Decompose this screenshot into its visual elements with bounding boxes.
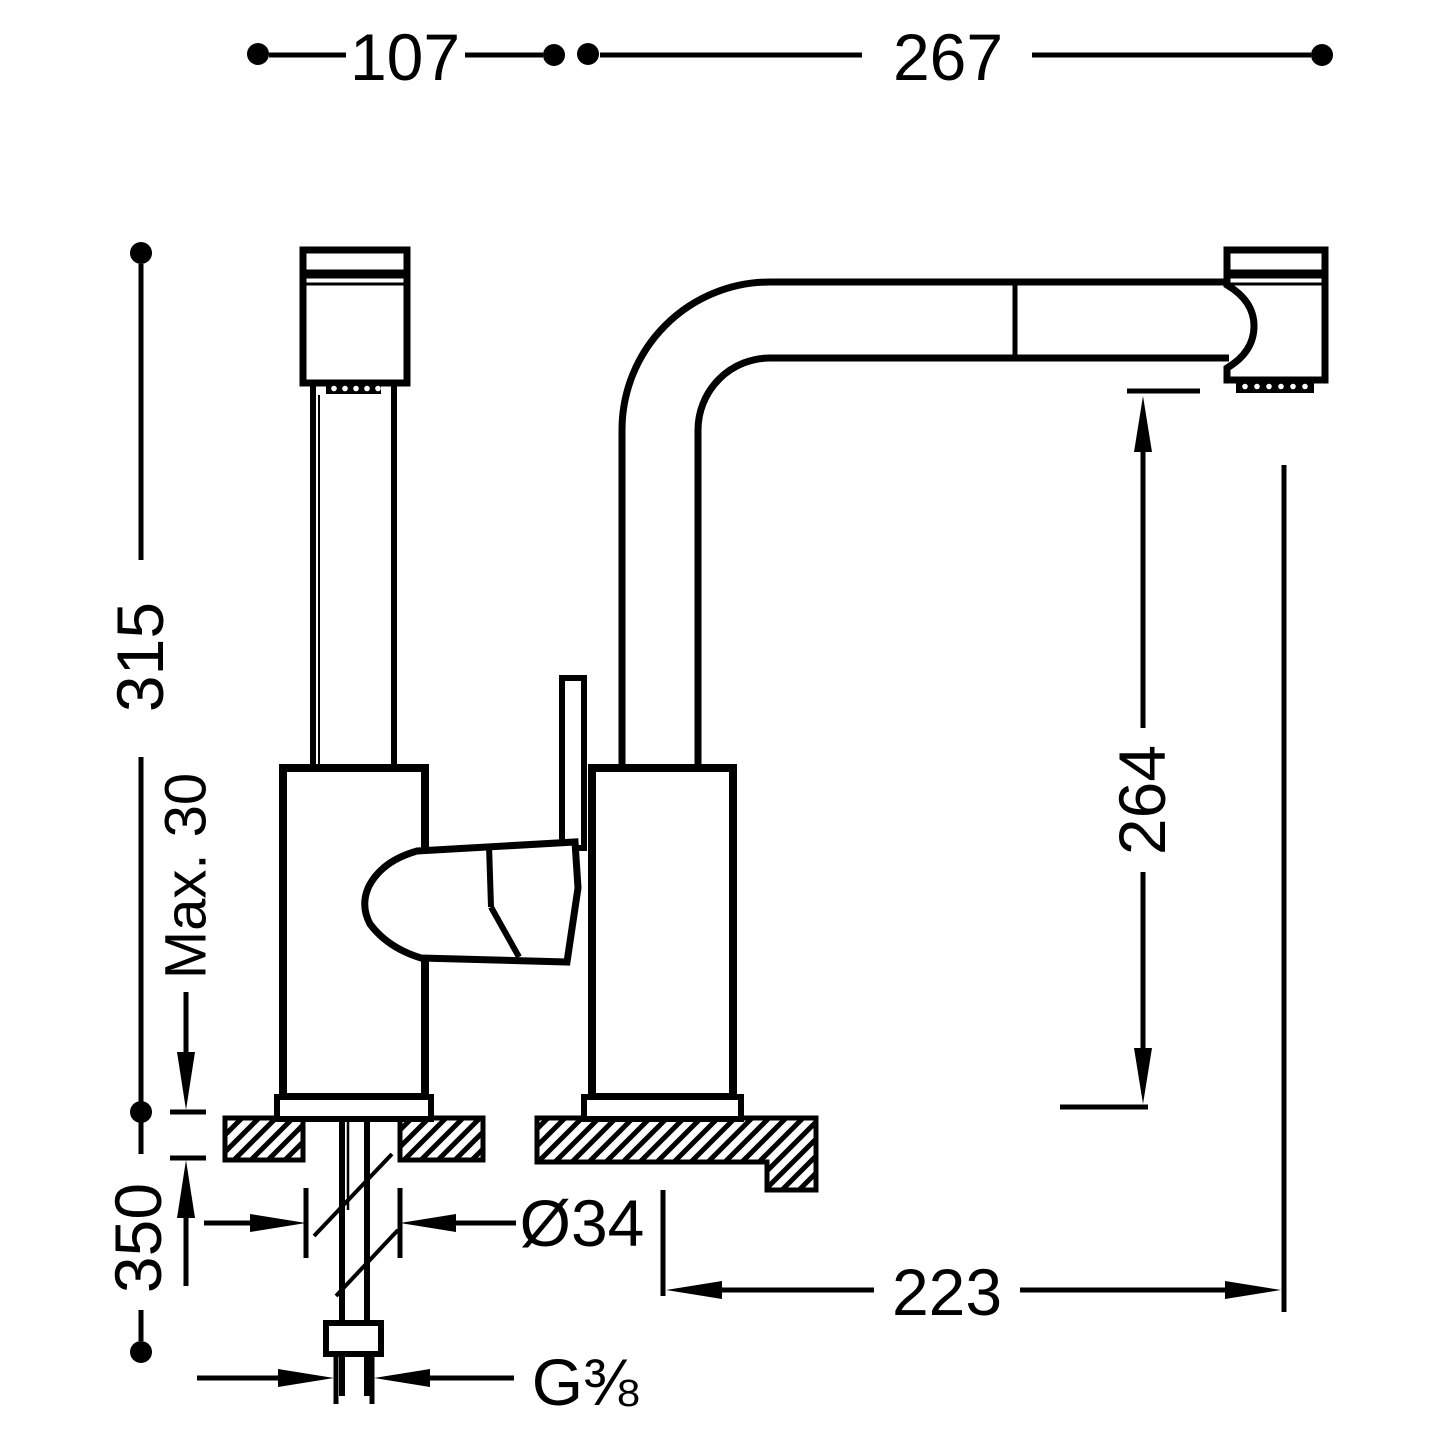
arrowhead-left bbox=[400, 1214, 456, 1232]
label-max-deck: Max. 30 bbox=[154, 773, 219, 979]
lever-handle bbox=[361, 675, 587, 966]
supply-shank bbox=[312, 1119, 400, 1396]
dim-endpoint-dot bbox=[577, 43, 599, 65]
arrowhead-right bbox=[250, 1214, 306, 1232]
break-line bbox=[312, 1152, 394, 1238]
dim-width-left bbox=[247, 43, 565, 66]
counter-slab-left-b bbox=[397, 1115, 486, 1163]
dim-width-right bbox=[577, 43, 1333, 66]
arrowhead-up bbox=[177, 1160, 195, 1218]
label-total-height: 315 bbox=[103, 602, 177, 712]
dim-endpoint-dot bbox=[247, 43, 269, 65]
dim-spout-clearance bbox=[1060, 388, 1200, 1110]
dim-base-diameter bbox=[204, 1188, 516, 1258]
label-spout-clearance: 264 bbox=[1105, 745, 1179, 855]
label-thread: G⅜ bbox=[532, 1345, 639, 1419]
aerator-holes bbox=[1242, 383, 1308, 390]
arrowhead-down bbox=[177, 1052, 195, 1110]
base-plate-left bbox=[274, 1094, 434, 1122]
counter-slab-left-a bbox=[222, 1115, 306, 1163]
aerator-right bbox=[1236, 380, 1314, 393]
arrowhead-right bbox=[278, 1369, 334, 1387]
lever-rod bbox=[559, 675, 587, 851]
countertop-section bbox=[222, 1115, 819, 1193]
label-width-right: 267 bbox=[893, 20, 1003, 94]
dim-endpoint-dot bbox=[1311, 44, 1333, 66]
dim-endpoint-dot bbox=[130, 1101, 152, 1123]
dim-endpoint-dot bbox=[543, 44, 565, 66]
label-width-left: 107 bbox=[350, 20, 460, 94]
dim-spout-reach bbox=[660, 465, 1287, 1312]
break-line bbox=[334, 1228, 400, 1298]
arrowhead-down bbox=[1134, 1048, 1152, 1104]
label-base-diameter: Ø34 bbox=[520, 1186, 645, 1260]
aerator-holes bbox=[331, 385, 381, 392]
arrowhead-right bbox=[1225, 1281, 1281, 1299]
dim-max-deck bbox=[170, 992, 206, 1115]
arrowhead-left bbox=[374, 1369, 430, 1387]
label-below-deck: 350 bbox=[101, 1183, 175, 1293]
base-plate-right bbox=[581, 1094, 744, 1122]
arrowhead-up bbox=[1134, 396, 1152, 452]
spout-outer-curve bbox=[618, 278, 1229, 776]
lever-body bbox=[361, 838, 582, 966]
mounting-nut bbox=[323, 1320, 384, 1357]
spout-inner-curve bbox=[694, 354, 1229, 776]
faucet-left-column bbox=[274, 246, 434, 1122]
dim-below-deck bbox=[130, 1155, 206, 1363]
faucet-right-column bbox=[581, 246, 1329, 1122]
arrowhead-left bbox=[666, 1281, 722, 1299]
dim-total-height bbox=[130, 242, 152, 1154]
dim-thread bbox=[197, 1352, 514, 1404]
mixer-body-right bbox=[588, 764, 737, 1101]
dim-endpoint-dot bbox=[130, 242, 152, 264]
counter-slab-right bbox=[534, 1115, 819, 1193]
label-spout-reach: 223 bbox=[892, 1255, 1002, 1329]
dim-endpoint-dot bbox=[130, 1341, 152, 1363]
